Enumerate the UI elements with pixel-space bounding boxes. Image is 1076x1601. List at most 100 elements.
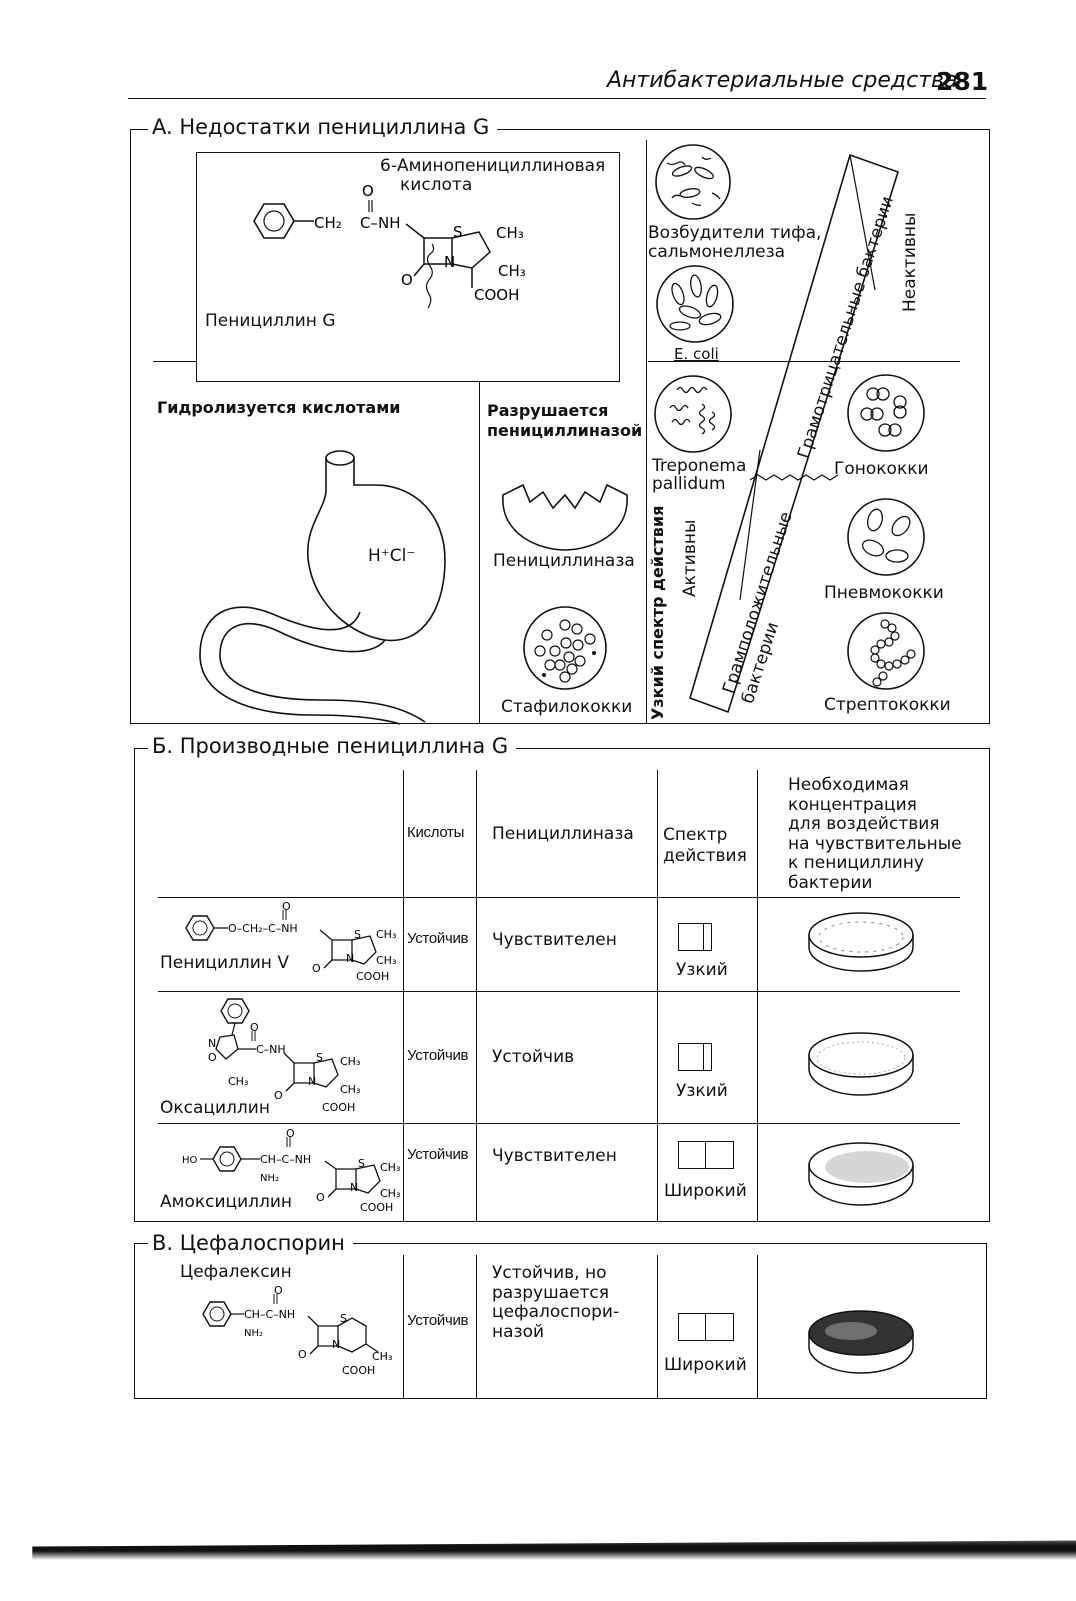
narrow-spectrum-label: Узкий спектр действия	[648, 505, 667, 720]
conc-line: на чувствительные	[788, 833, 962, 854]
gonococci-drawing	[847, 374, 925, 452]
penicillin-g-label: Пенициллин G	[205, 311, 336, 331]
b-row-rule-1	[158, 991, 960, 992]
medium-concentration-dish-icon	[808, 1032, 914, 1096]
hcl-label: H⁺Cl⁻	[368, 546, 416, 566]
c-nh-text: C–NH	[256, 1043, 286, 1056]
ch3-text: CH₃	[340, 1083, 360, 1096]
conc-line: бактерии	[788, 872, 873, 893]
narrow-spectrum-icon-divider	[703, 923, 704, 951]
b-col-div-3	[657, 770, 658, 1222]
destroyed-by-penicillinase-label-2: пенициллиназой	[487, 421, 643, 440]
cooh-text: COOH	[342, 1364, 375, 1377]
b-col-div-2	[476, 770, 477, 1222]
n-text: N	[308, 1075, 316, 1088]
o-text: O	[282, 900, 291, 913]
b-col-div-4	[757, 770, 758, 1222]
gram-spectrum-band	[689, 153, 899, 714]
cephalexin-formula: O CH–C–NH NH₂ S N O CH₃ COOH	[202, 1284, 392, 1377]
s-text: S	[340, 1312, 347, 1325]
cooh-text: COOH	[360, 1201, 393, 1214]
nitrogen-text: N	[444, 253, 455, 271]
col-header-concentration: Необходимая концентрация для воздействия…	[788, 775, 962, 893]
section-a-title: A. Недостатки пенициллина G	[148, 115, 498, 139]
row-spectrum: Узкий	[676, 960, 728, 980]
aminopenicillanic-acid-label-2: кислота	[400, 175, 473, 195]
cephalexin-label: Цефалексин	[180, 1262, 292, 1282]
section-c-title: B. Цефалоспорин	[148, 1231, 353, 1255]
ch3-text: CH₃	[376, 954, 396, 967]
cephalexin-acids: Устойчив	[407, 1312, 469, 1329]
ch3-text-1: CH₃	[496, 224, 524, 242]
ho-text: HO	[182, 1155, 198, 1166]
row-name: Пенициллин V	[160, 953, 289, 973]
carbonyl-o-text: O	[362, 182, 374, 200]
cooh-text: COOH	[356, 970, 389, 983]
staphylococci-drawing	[523, 606, 607, 690]
conc-line: концентрация	[788, 794, 917, 815]
hydrolyzed-by-acids-label: Гидролизуется кислотами	[157, 398, 401, 417]
b-row-rule-2	[158, 1123, 960, 1124]
streptococci-label: Стрептококки	[824, 695, 951, 715]
penicillin-g-formula: O CH₂ C–NH S CH₃ CH₃ N O COOH	[253, 182, 526, 309]
treponema-drawing	[654, 375, 732, 453]
narrow-spectrum-icon	[678, 1043, 712, 1071]
destroyed-by-penicillinase-label: Разрушается	[487, 401, 609, 420]
row-acids: Устойчив	[407, 1047, 469, 1064]
penicillin-v-formula: O O–CH₂–C–NH S CH₃ CH₃ N O COOH	[185, 900, 396, 983]
narrow-spectrum-icon	[678, 923, 712, 951]
conc-line: для воздействия	[788, 814, 940, 834]
lactam-o-text: O	[401, 271, 413, 289]
gonococci-label: Гонококки	[834, 459, 929, 479]
aminopenicillanic-acid-label: 6-Аминопенициллиновая	[380, 156, 606, 176]
cephalexin-dish-icon	[808, 1310, 914, 1374]
section-b-frame	[134, 748, 990, 1222]
b-header-rule	[158, 897, 960, 898]
conc-line: Необходимая	[788, 775, 909, 795]
ch3-text-2: CH₃	[498, 262, 526, 280]
ch2-text: CH₂	[314, 214, 342, 232]
penicillinase-enzyme-drawing	[502, 483, 628, 551]
ecoli-drawing	[656, 265, 734, 343]
row-spectrum: Широкий	[664, 1181, 747, 1201]
running-header-title: Антибактериальные средства	[607, 68, 958, 93]
col-header-spectrum-2: действия	[663, 846, 747, 866]
conc-line: к пенициллину	[788, 853, 924, 873]
staphylococci-label: Стафилококки	[501, 697, 633, 717]
penicillin-g-structure-box	[196, 152, 620, 382]
typhoid-label-2: сальмонеллеза	[648, 242, 786, 262]
penicillinase-label: Пенициллиназа	[493, 551, 635, 571]
o-text: O	[316, 1191, 325, 1204]
section-b-title: Б. Производные пенициллина G	[148, 734, 517, 758]
ch3-text: CH₃	[376, 928, 396, 941]
s-text: S	[358, 1157, 365, 1170]
n-text: N	[208, 1037, 216, 1050]
o-text: O	[250, 1021, 259, 1034]
pneumococci-label: Пневмококки	[824, 583, 944, 603]
row-acids: Устойчив	[407, 930, 469, 947]
pneumococci-drawing	[847, 498, 925, 576]
amoxicillin-formula: HO O CH–C–NH NH₂ S CH₃ CH₃ N O COOH	[182, 1127, 400, 1214]
row-name: Оксациллин	[160, 1098, 270, 1118]
oxacillin-formula: O N O C–NH CH₃ S CH₃ CH₃ N O COOH	[208, 998, 360, 1114]
nh2-text: NH₂	[260, 1173, 279, 1184]
o-text: O	[298, 1348, 307, 1361]
row-penicillinase: Чувствителен	[492, 1146, 617, 1166]
broad-spectrum-icon-divider	[705, 1141, 706, 1169]
row-penicillinase: Чувствителен	[492, 930, 617, 950]
high-concentration-dish-icon	[808, 1142, 914, 1206]
column-divider-1	[479, 382, 480, 724]
col-header-acids: Кислоты	[407, 824, 465, 841]
n-text: N	[346, 952, 354, 965]
b-col-div-1	[403, 770, 404, 1222]
cooh-text: COOH	[474, 286, 519, 304]
c-col-div-4	[757, 1255, 758, 1399]
penicillinase-line: цефалоспори-	[492, 1302, 620, 1322]
o-text: O	[286, 1127, 295, 1140]
sulfur-text: S	[453, 223, 463, 241]
low-concentration-dish-icon	[808, 912, 914, 972]
typhoid-label: Возбудители тифа,	[648, 223, 822, 243]
penicillinase-line: Устойчив, но	[492, 1263, 607, 1283]
section-a-divider	[153, 361, 196, 362]
streptococci-drawing	[847, 612, 925, 690]
